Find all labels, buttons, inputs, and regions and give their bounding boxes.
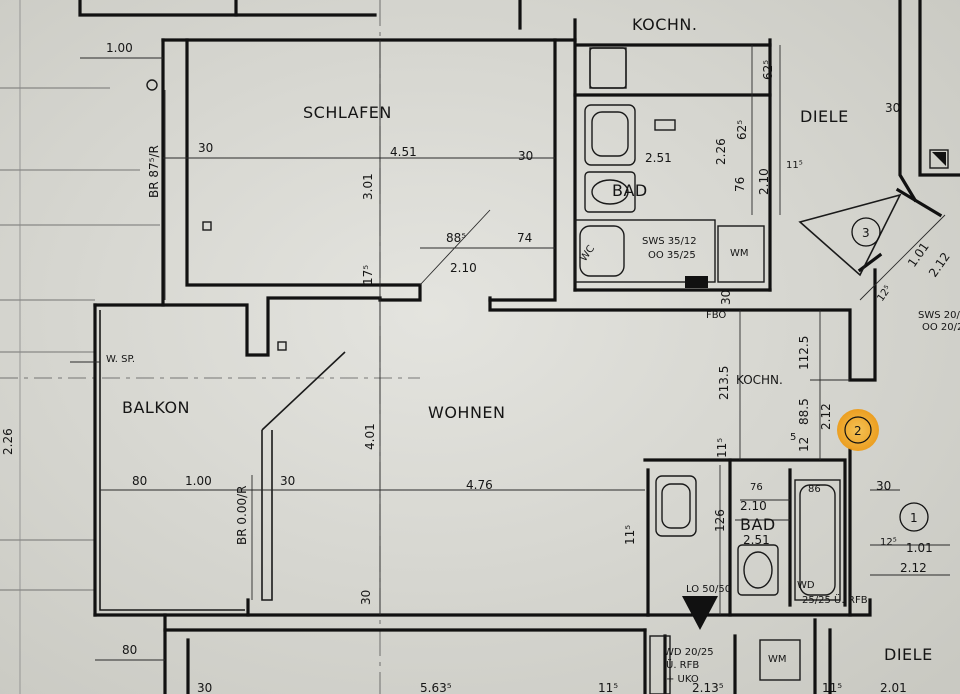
marker-number: 3 [862, 226, 870, 240]
dim-text: 74 [517, 231, 532, 245]
dim-text: 12⁵ [880, 537, 897, 548]
dimension-texts: 1.00 BR 87⁵/R 30 4.51 30 3.01 88⁵ 74 2.1… [1, 41, 960, 694]
dim-text: OO 20/2 [922, 322, 960, 333]
dim-text: 62⁵ [735, 120, 749, 140]
dim-text: 88.5 [797, 398, 811, 425]
annotation-wd-25: WD [797, 580, 815, 591]
dim-text: 5 [790, 432, 796, 443]
dim-text: 1.01 [906, 541, 933, 555]
dim-text: 11⁵ [623, 525, 637, 545]
annotation-lo: LO 50/50 [686, 584, 731, 595]
dim-text: 62⁵ [761, 60, 775, 80]
dim-text: 2.26 [1, 428, 15, 455]
annotation-w-sp: W. SP. [106, 354, 135, 365]
dim-text: 30 [198, 141, 213, 155]
dim-text: 80 [132, 474, 147, 488]
dim-text: 11⁵ [598, 681, 618, 694]
room-label-schlafen: SCHLAFEN [303, 103, 392, 122]
dim-text: 5.63⁵ [420, 681, 452, 694]
bathroom-fixtures-top [574, 47, 765, 288]
dim-text: 4.01 [363, 423, 377, 450]
dim-text: BR 87⁵/R [147, 145, 161, 198]
dim-text: 76 [750, 482, 763, 493]
dim-text: 2.10 [740, 499, 767, 513]
dim-text: 2.13⁵ [692, 681, 724, 694]
dim-text: 213.5 [717, 366, 731, 400]
dim-text: 30 [359, 590, 373, 605]
dim-text: SWS 20/ [918, 310, 960, 321]
annotation-fbo: FBO [706, 310, 726, 321]
room-label-diele-bottom: DIELE [884, 645, 933, 664]
room-label-bad-top: BAD [612, 181, 648, 200]
dimension-lines [80, 40, 950, 661]
bathroom-fixtures-bottom [649, 475, 841, 694]
dim-text: 11⁵ [822, 681, 842, 694]
dim-text: 80 [122, 643, 137, 657]
marker-1: 1 [899, 502, 929, 532]
dim-text: 30 [719, 290, 733, 305]
dim-text: 2.51 [645, 151, 672, 165]
room-label-diele-top: DIELE [800, 107, 849, 126]
annotation-wd-25b: 25/25 Ü. [802, 593, 845, 606]
marker-3: 3 [851, 217, 881, 247]
dim-text: 2.10 [450, 261, 477, 275]
dim-text: 11⁵ [715, 438, 729, 458]
dim-text: 1.00 [106, 41, 133, 55]
walls [78, 0, 960, 694]
annotations: SWS 35/12 OO 35/25 WM FBO W. SP. LO 50/5… [106, 236, 868, 685]
annotation-uko: + UKO [666, 674, 699, 685]
room-label-bad-bottom: BAD [740, 515, 776, 534]
dim-text: 3.01 [361, 173, 375, 200]
dim-text: 4.51 [390, 145, 417, 159]
dim-text: 30 [280, 474, 295, 488]
dim-text: 30 [518, 149, 533, 163]
dim-text: 2.51 [743, 533, 770, 547]
annotation-wd-20: WD 20/25 [664, 647, 714, 658]
dim-text: 2.10 [757, 168, 771, 195]
dim-text: 86 [808, 484, 821, 495]
annotation-u-rfb: Ü. RFB [666, 658, 699, 671]
annotation-wm-top: WM [730, 248, 749, 259]
room-label-kochn-mid: KOCHN. [736, 373, 783, 387]
dim-text: 76 [733, 177, 747, 192]
dim-text: 4.76 [466, 478, 493, 492]
dim-text: 17⁵ [361, 265, 375, 285]
dim-text: 2.12 [900, 561, 927, 575]
annotation-sws: SWS 35/12 [642, 236, 697, 247]
dim-text: 30 [197, 681, 212, 694]
marker-number: 1 [910, 511, 918, 525]
dim-text: 2.26 [714, 138, 728, 165]
dim-text: 2.01 [880, 681, 907, 694]
dim-text: 11⁵ [786, 160, 803, 171]
marker-number: 2 [854, 424, 862, 438]
dim-text: 112.5 [797, 336, 811, 370]
room-label-wohnen: WOHNEN [428, 403, 506, 422]
dim-text: 88⁵ [446, 231, 466, 245]
dim-text: BR 0.00/R [235, 486, 249, 545]
dim-text: 1.00 [185, 474, 212, 488]
dim-text: 30 [876, 479, 891, 493]
dim-text: 2.12 [819, 403, 833, 430]
annotation-wm-bottom: WM [768, 654, 787, 665]
dim-text: 126 [713, 509, 727, 532]
dim-text: 30 [885, 101, 900, 115]
room-label-balkon: BALKON [122, 398, 190, 417]
room-label-kochn-top: KOCHN. [632, 15, 697, 34]
wall-marks [70, 79, 949, 363]
marker-2-highlighted: 2 [837, 409, 879, 451]
annotation-rfb: RFB [848, 595, 868, 606]
dim-text: 12 [797, 437, 811, 452]
annotation-oo: OO 35/25 [648, 250, 696, 261]
